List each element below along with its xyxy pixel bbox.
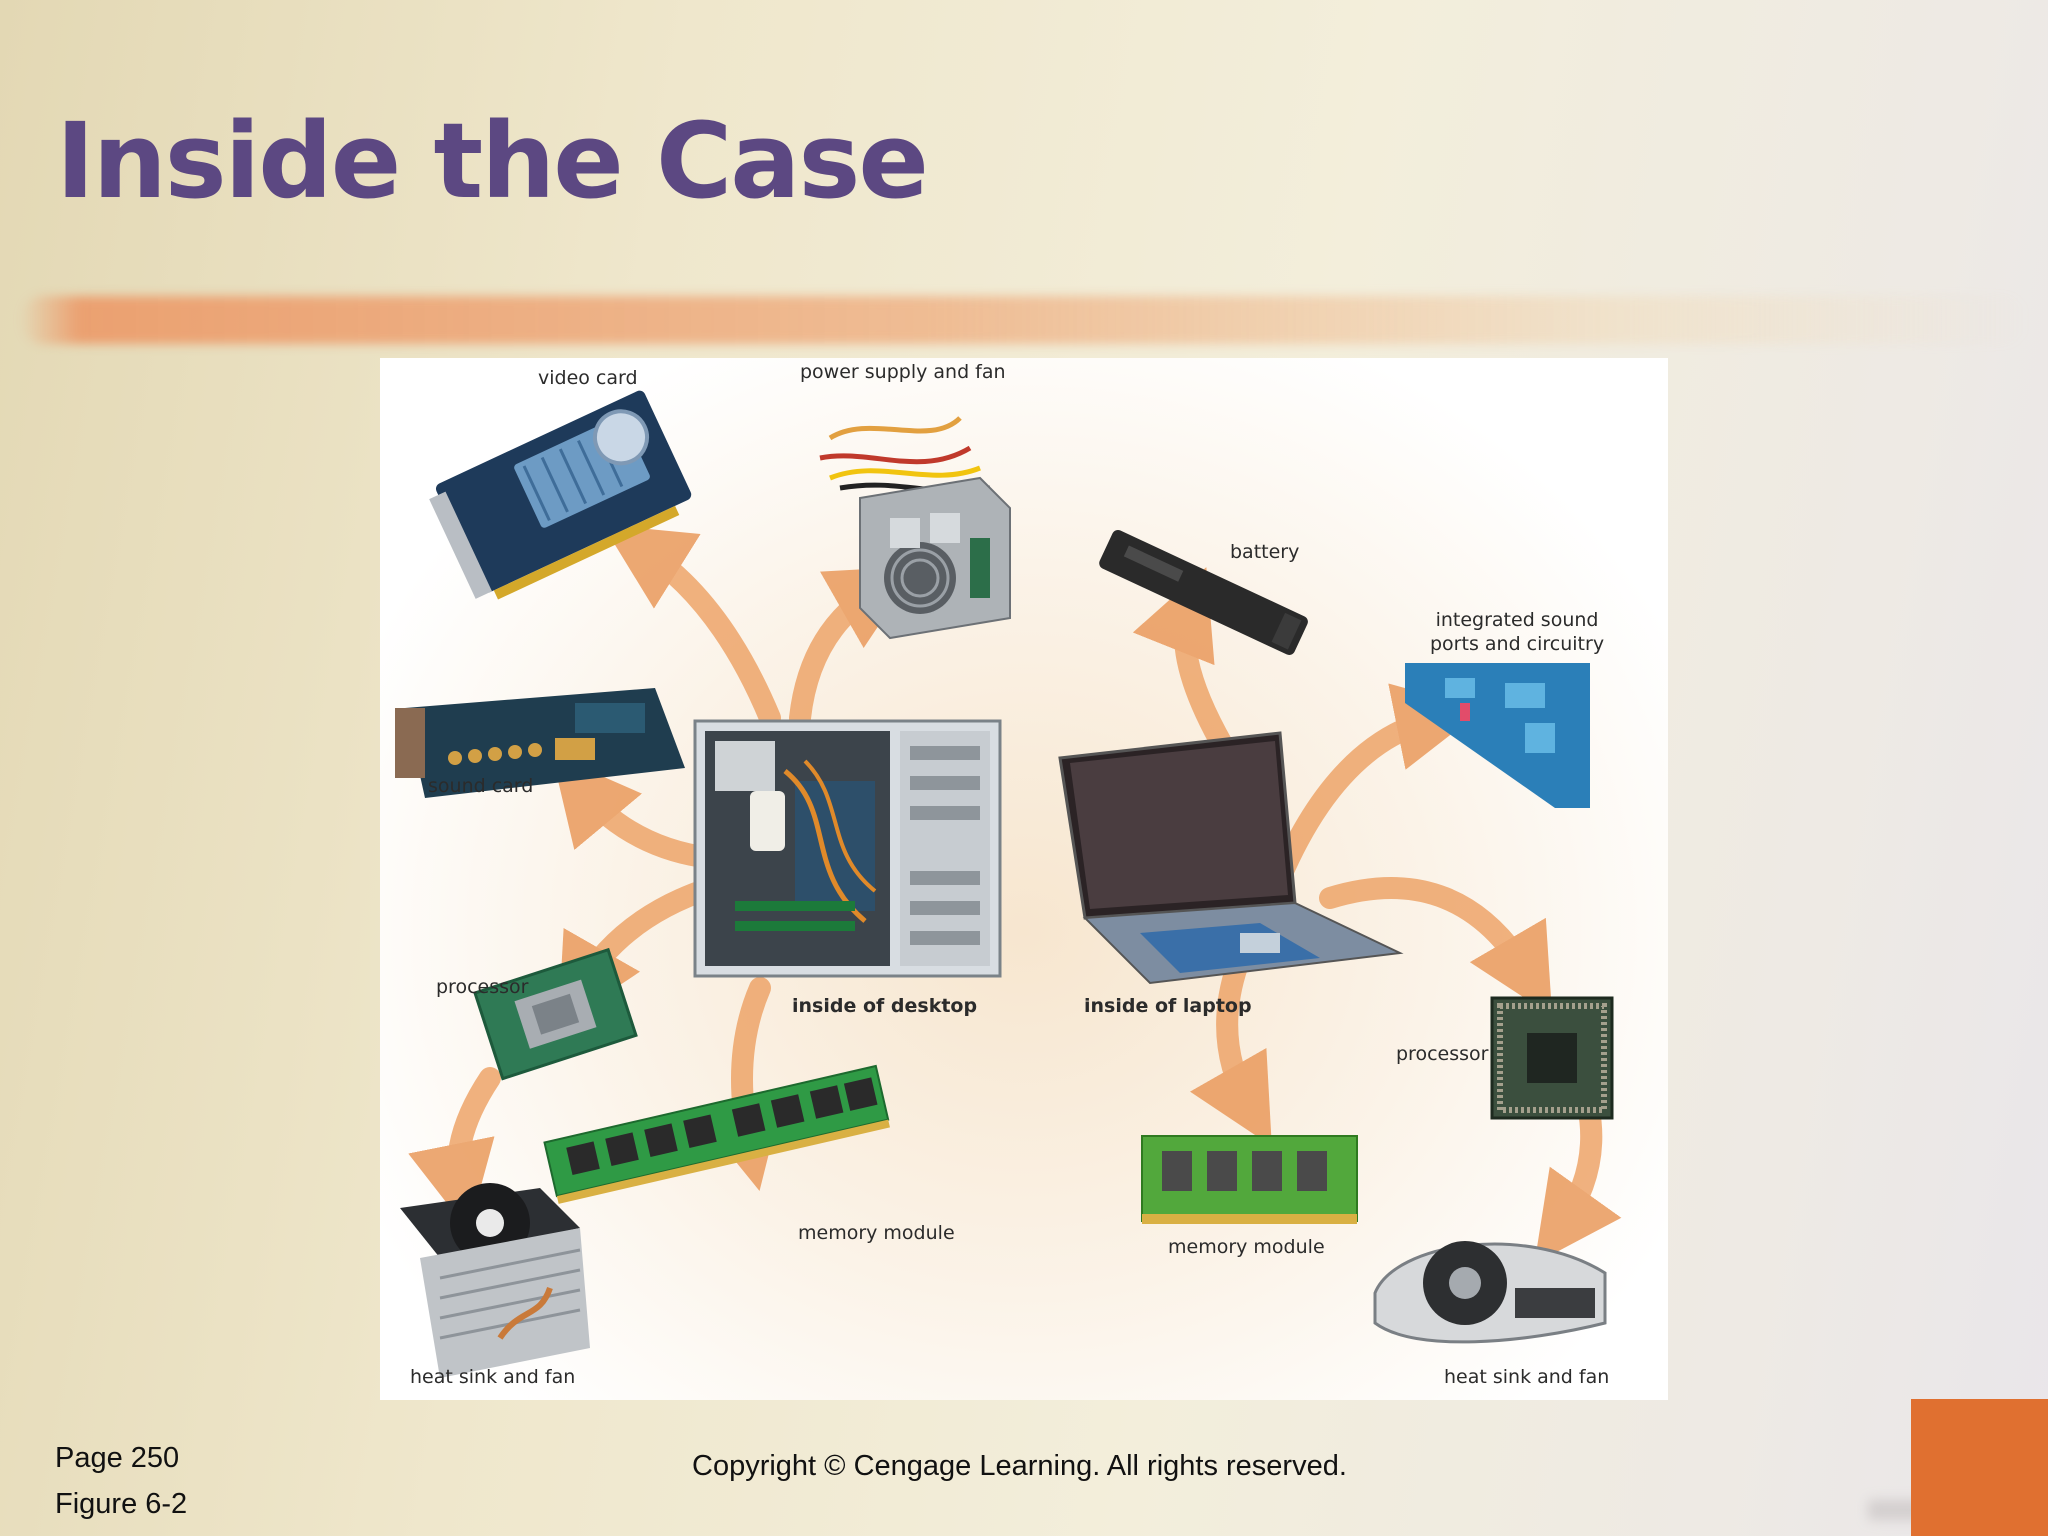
label-memory-desktop: memory module [798, 1222, 955, 1244]
copyright-notice: Copyright © Cengage Learning. All rights… [692, 1450, 1347, 1482]
label-processor-laptop: processor [1396, 1043, 1489, 1065]
processor-desktop-image [473, 947, 638, 1081]
heat-sink-laptop-image [1373, 1241, 1607, 1344]
title-underline-stripe [20, 296, 2030, 344]
figure-reference: Figure 6-2 [55, 1488, 188, 1520]
label-heatsink-desktop: heat sink and fan [410, 1366, 576, 1388]
label-sound-card: sound card [428, 775, 534, 797]
sound-card-image [395, 688, 685, 798]
desktop-case-image [693, 719, 1002, 978]
label-video-card: video card [538, 367, 638, 389]
label-integrated-sound: integrated sound ports and circuitry [1430, 609, 1605, 655]
power-supply-image [819, 416, 1011, 640]
integrated-sound-board-image [1405, 663, 1590, 808]
arrow-to-memory-laptop [1189, 947, 1272, 1147]
memory-module-desktop-image [543, 1064, 890, 1204]
video-card-image [429, 390, 692, 600]
corner-accent-block [1911, 1399, 2048, 1536]
label-battery: battery [1230, 541, 1300, 563]
page-number: Page 250 [55, 1442, 180, 1474]
processor-laptop-image [1490, 996, 1614, 1120]
label-processor-desktop: processor [436, 976, 529, 998]
slide-title: Inside the Case [56, 100, 929, 222]
heat-sink-desktop-image [400, 1183, 590, 1378]
case-diagram-figure: video card power supply and fan battery … [380, 358, 1668, 1400]
laptop-image [1058, 731, 1404, 985]
label-memory-laptop: memory module [1168, 1236, 1325, 1258]
label-power-supply: power supply and fan [800, 361, 1006, 383]
label-inside-laptop: inside of laptop [1084, 995, 1252, 1017]
arrow-to-battery [1132, 567, 1241, 769]
label-inside-desktop: inside of desktop [792, 995, 978, 1017]
arrow-to-integrated-sound [1269, 683, 1484, 889]
memory-module-laptop-image [1141, 1135, 1358, 1224]
arrow-to-sound-card [551, 754, 721, 869]
arrow-processor-to-heatsink [408, 1067, 501, 1232]
battery-image [1099, 529, 1308, 655]
label-heatsink-laptop: heat sink and fan [1444, 1366, 1610, 1388]
arrow-to-video-card [602, 524, 781, 729]
arrow-to-processor-laptop [1319, 877, 1553, 1016]
